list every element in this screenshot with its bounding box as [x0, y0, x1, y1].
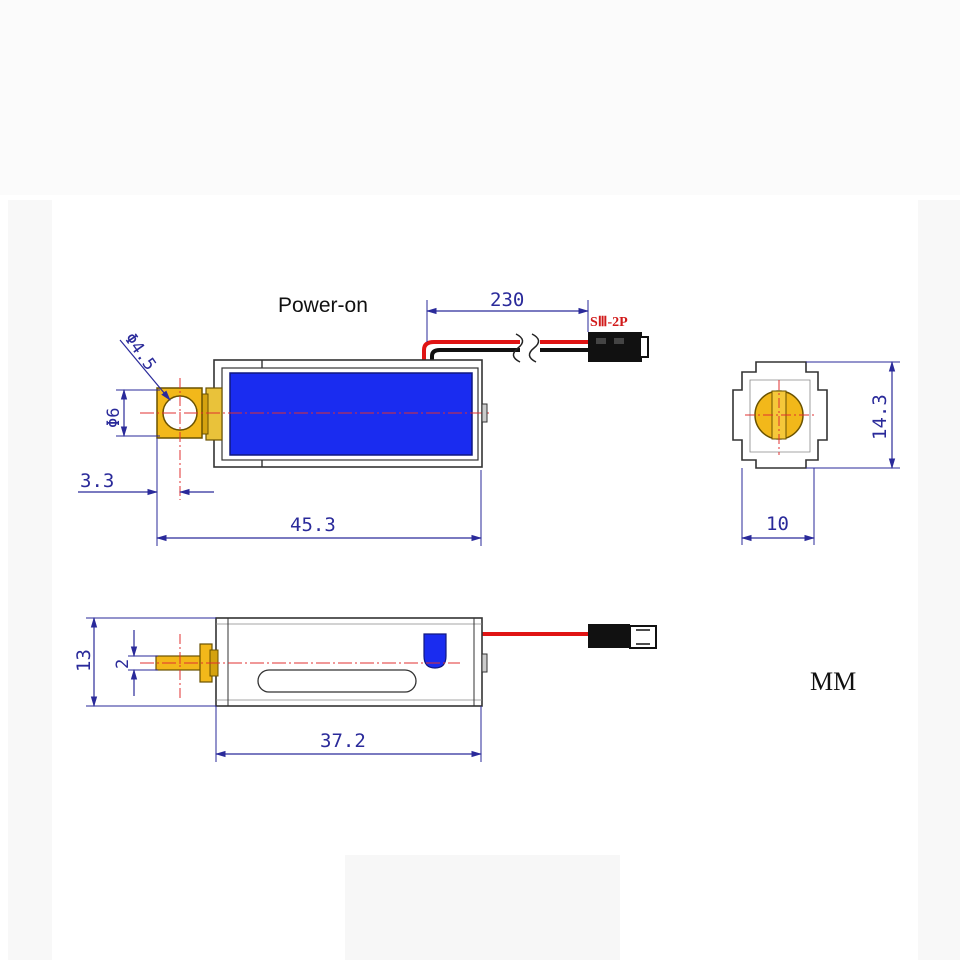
mounting-tab — [156, 378, 203, 500]
dim-tab-offset: 3.3 — [78, 438, 214, 500]
dim-end-height: 14.3 — [806, 360, 900, 470]
dim-tab-diameter: Φ6 — [104, 388, 160, 438]
wire-length-label: 230 — [490, 289, 524, 311]
connector-label: SⅢ-2P — [590, 315, 628, 330]
dim-total-length: 45.3 — [155, 440, 483, 546]
side-slot — [257, 669, 417, 693]
total-length-label: 45.3 — [290, 514, 336, 536]
connector-top — [588, 332, 649, 362]
dim-wire-length: 230 — [425, 289, 590, 342]
connector-side — [588, 624, 657, 649]
dim-end-width: 10 — [740, 468, 816, 545]
end-width-label: 10 — [766, 513, 789, 535]
wire-harness-top — [422, 333, 588, 368]
tab-diameter-label: Φ6 — [104, 408, 124, 428]
wire-grommet — [423, 633, 447, 669]
tab-offset-label: 3.3 — [80, 470, 114, 492]
body-length-label: 37.2 — [320, 730, 366, 752]
hole-diameter-label: Φ4.5 — [120, 329, 160, 374]
dim-plunger-diameter: 2 — [113, 630, 158, 696]
power-on-label: Power-on — [278, 294, 368, 317]
unit-label: MM — [810, 667, 856, 696]
end-height-label: 14.3 — [869, 394, 891, 440]
side-view: 13 2 37.2 — [73, 616, 657, 762]
side-height-label: 13 — [73, 649, 95, 672]
top-view: 230 SⅢ-2P Power-on Φ4.5 Φ6 3.3 45. — [78, 289, 649, 546]
dim-body-length: 37.2 — [214, 706, 483, 762]
dim-side-height: 13 — [73, 616, 216, 708]
plunger-diameter-label: 2 — [113, 659, 133, 669]
coil-top — [229, 372, 473, 456]
end-view: 14.3 10 — [732, 360, 900, 545]
